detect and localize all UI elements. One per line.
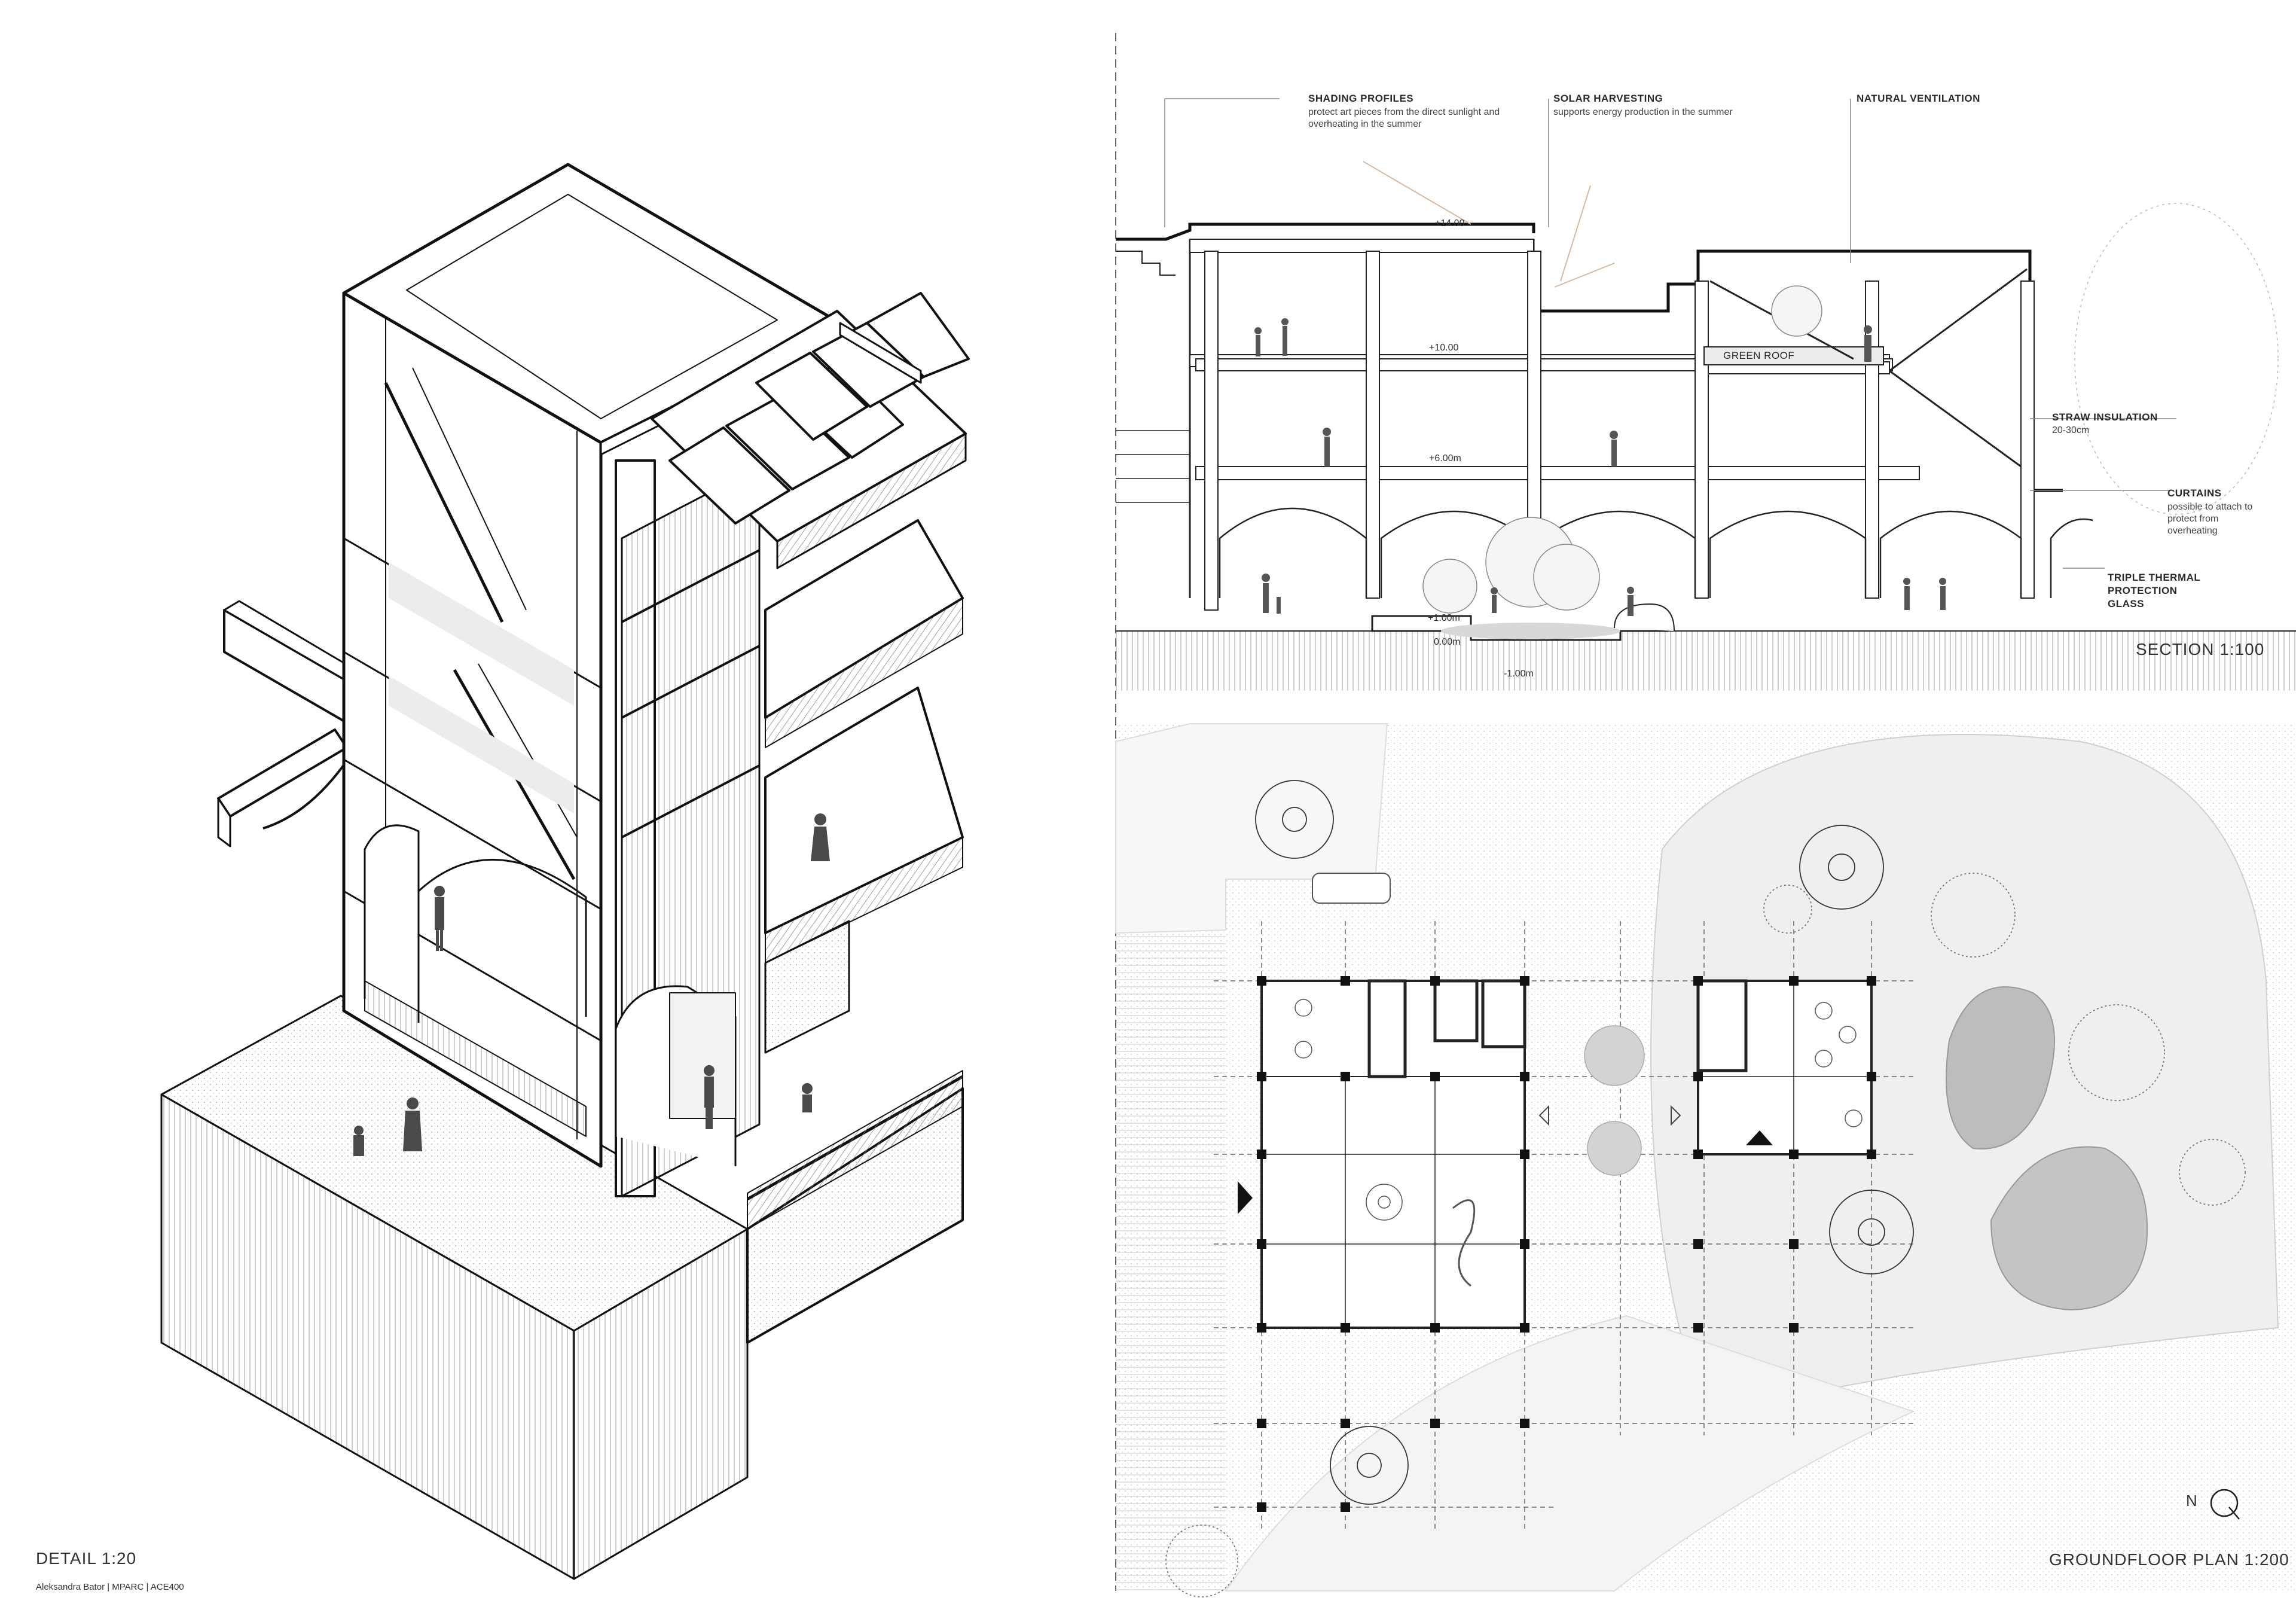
- section-ground: [1116, 631, 2296, 691]
- plan-mound-2: [1990, 1146, 2148, 1311]
- level-6: +6.00m: [1429, 453, 1461, 464]
- soil-cut: [746, 1087, 964, 1344]
- annotation-green-roof: GREEN ROOF: [1723, 350, 1795, 361]
- plan-path-left: [1115, 723, 1388, 934]
- cantilever-beam-lower: [217, 728, 348, 818]
- annotation-straw-title: STRAW INSULATION: [2052, 411, 2158, 423]
- annotation-solar-desc: supports energy production in the summer: [1553, 107, 1733, 117]
- section-title: SECTION 1:100: [2136, 640, 2265, 658]
- level-minus-1: -1.00m: [1504, 669, 1534, 679]
- section-trees: [1422, 203, 2279, 614]
- annotation-curtains-title: CURTAINS: [2167, 487, 2222, 499]
- people-silhouettes-section: [1254, 318, 1946, 616]
- plan-building-right: [1697, 980, 1873, 1155]
- level-14: +14.00: [1435, 218, 1465, 228]
- plan-mound-1: [1946, 986, 2055, 1150]
- section-envelope-left: [1116, 222, 1535, 241]
- annotation-shading-title: SHADING PROFILES: [1308, 93, 1414, 104]
- level-1: +1.00m: [1428, 613, 1460, 623]
- entrance-arrow-left: [1238, 1181, 1253, 1214]
- axonometric-detail: [160, 163, 970, 1580]
- parked-car: [1312, 873, 1391, 904]
- level-0: 0.00m: [1434, 637, 1461, 647]
- ground-slab-right: [573, 1228, 749, 1580]
- level-10: +10.00: [1429, 343, 1459, 353]
- section-arches: [1219, 507, 2093, 598]
- entrance-arrow-bottom: [1746, 1130, 1773, 1145]
- annotation-ventilation-title: NATURAL VENTILATION: [1857, 93, 1980, 104]
- annotation-shading-desc: protect art pieces from the direct sunli…: [1308, 107, 1500, 129]
- detail-title: DETAIL 1:20: [36, 1549, 137, 1568]
- north-label: N: [2186, 1492, 2198, 1510]
- plan-trees: [1165, 780, 2246, 1597]
- credit-line: Aleksandra Bator | MPARC | ACE400: [36, 1582, 184, 1592]
- annotation-solar-title: SOLAR HARVESTING: [1553, 93, 1663, 104]
- annotation-straw-desc: 20-30cm: [2052, 425, 2090, 435]
- annotation-glass-title: TRIPLE THERMAL PROTECTION GLASS: [2108, 572, 2200, 609]
- north-symbol: [2210, 1489, 2239, 1517]
- plan-title: GROUNDFLOOR PLAN 1:200: [2049, 1550, 2289, 1569]
- people-silhouettes-detail: [353, 813, 830, 1156]
- groundfloor-plan: [1115, 723, 2296, 1597]
- annotation-curtains-desc: possible to attach to protect from overh…: [2167, 502, 2253, 536]
- solar-panels: [668, 292, 970, 525]
